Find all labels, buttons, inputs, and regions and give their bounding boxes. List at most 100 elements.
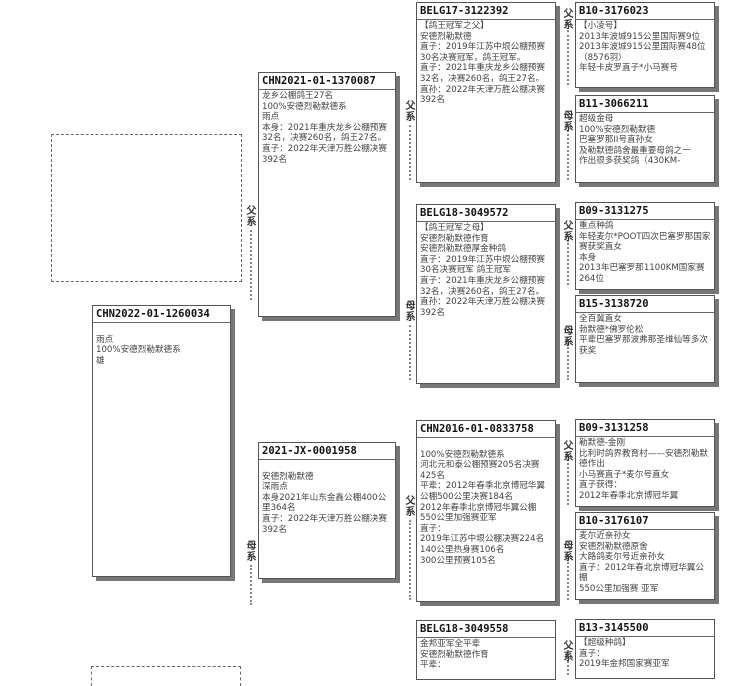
detail-line: 平辈：: [420, 660, 446, 671]
detail-line: 100%安德烈勒默德系: [420, 449, 505, 460]
father-line-label: 父系: [244, 205, 255, 227]
detail-line: 年轻麦尔*POOT四次巴塞罗那国家赛获奖直女: [579, 231, 711, 253]
pedigree-card-dds[interactable]: B13-3145500 【超级种鸽】 直子： 2019年金邦国家赛亚军: [575, 619, 715, 679]
father-line-label: 父系: [561, 220, 572, 242]
connector-line: [567, 555, 569, 600]
detail-line: 2012年春季北京博冠华翼公棚550公里加强赛亚军: [420, 502, 537, 524]
detail-line: 直子：2012年春北京博冠华翼公棚: [579, 562, 704, 584]
detail-line: 300公里预赛105名: [420, 555, 496, 566]
pedigree-card-sds[interactable]: B09-3131275 重点种鸽 年轻麦尔*POOT四次巴塞罗那国家赛获奖直女 …: [575, 202, 715, 290]
mother-line-label: 母系: [244, 540, 255, 562]
detail-line: 小马赛直子*麦尔号直女: [579, 469, 670, 480]
card-details: 【鸽王冠军之父】 安德烈勒默德 直子：2019年江苏中垠公棚预赛30名决赛冠军，…: [417, 20, 555, 107]
empty-slot-bottom: [91, 666, 241, 686]
pedigree-card-dam-dam[interactable]: BELG18-3049558 金邦亚军全平辈 安德烈勒默德作育 平辈：: [416, 620, 556, 680]
detail-line: 本身：2021年重庆龙乡公棚预赛32名，决赛260名，鸽王27名。: [262, 122, 387, 144]
ring-number: B11-3066211: [576, 96, 714, 113]
father-line-label: 父系: [403, 100, 414, 122]
ring-number: B09-3131258: [576, 420, 714, 437]
card-details: 【鸽王冠军之母】 安德烈勒默德作育 安德烈勒默德厚金种鸽 直子：2019年江苏中…: [417, 222, 555, 319]
pedigree-card-sss[interactable]: B10-3176023 【小凌号】 2013年波城915公里国际赛9位 2013…: [575, 2, 715, 88]
detail-line: 安德烈勒默德作育: [420, 233, 489, 244]
ring-number: CHN2016-01-0833758: [417, 421, 555, 438]
detail-line: 直子：: [579, 648, 605, 659]
ring-number: B10-3176107: [576, 513, 714, 530]
card-details: 【小凌号】 2013年波城915公里国际赛9位 2013年波城915公里国际赛4…: [576, 20, 714, 75]
detail-line: 深雨点: [262, 482, 288, 493]
detail-line: 直孙：2022年天津万胜公棚决赛392名: [420, 84, 545, 106]
detail-line: 勒默德-金刚: [579, 438, 626, 448]
ring-number: 2021-JX-0001958: [259, 443, 395, 460]
connector-line: [567, 455, 569, 505]
ring-number: B15-3138720: [576, 296, 714, 313]
father-line-label: 父系: [561, 640, 572, 662]
ring-number: B09-3131275: [576, 203, 714, 220]
pedigree-card-sire-sire[interactable]: BELG17-3122392 【鸽王冠军之父】 安德烈勒默德 直子：2019年江…: [416, 2, 556, 183]
card-details: 超级金母 100%安德烈勒默德 巴塞罗那II号直孙女 及勒默德鸽舍最重要母鸽之一…: [576, 113, 714, 168]
card-details: 麦尔近亲孙女 安德烈勒默德原舍 大路鸽麦尔号近亲孙女 直子：2012年春北京博冠…: [576, 530, 714, 596]
mother-line-label: 母系: [561, 110, 572, 132]
detail-line: 本身: [579, 252, 597, 263]
card-details: 重点种鸽 年轻麦尔*POOT四次巴塞罗那国家赛获奖直女 本身 2013年巴塞罗那…: [576, 220, 714, 286]
card-details: 雨点 100%安德烈勒默德系 雄: [93, 323, 230, 367]
empty-slot-top: [51, 134, 242, 282]
detail-line: 河北元和泰公棚预赛205名决赛425名: [420, 460, 540, 481]
detail-line: 2012年春季北京博冠华翼: [579, 490, 679, 501]
detail-line: 【鸽王冠军之父】: [420, 21, 489, 31]
detail-line: 直子：2022年天津万胜公棚决赛392名: [262, 513, 387, 535]
detail-line: 平辈：2012年春季北京博冠华翼公棚500公里决赛184名: [420, 481, 545, 502]
card-details: 龙乡公棚鸽王27名 100%安德烈勒默德系 雨点 本身：2021年重庆龙乡公棚预…: [259, 90, 395, 166]
detail-line: 【鸽王冠军之母】: [420, 223, 489, 233]
detail-line: 安德烈勒默德作育: [420, 649, 489, 660]
detail-line: 直子获得：: [579, 480, 622, 491]
mother-line-label: 母系: [561, 540, 572, 562]
ring-number: CHN2022-01-1260034: [93, 306, 230, 323]
connector-line: [567, 650, 569, 675]
connector-line: [409, 125, 411, 180]
connector-line: [567, 130, 569, 180]
detail-line: 雄: [96, 355, 105, 366]
detail-line: 2013年巴塞罗那1100KM国家赛264位: [579, 263, 705, 284]
detail-line: 安德烈勒默德原舍: [579, 541, 648, 552]
detail-line: [420, 439, 552, 450]
ring-number: BELG17-3122392: [417, 3, 555, 20]
pedigree-card-sire[interactable]: CHN2021-01-1370087 龙乡公棚鸽王27名 100%安德烈勒默德系…: [258, 72, 396, 317]
pedigree-card-dss[interactable]: B09-3131258 勒默德-金刚 比利时鸽界教育村——安德烈勒默德作出 小马…: [575, 419, 715, 507]
ring-number: CHN2021-01-1370087: [259, 73, 395, 90]
detail-line: 2019年金邦国家赛亚军: [579, 659, 670, 670]
detail-line: 重点种鸽: [579, 221, 614, 231]
pedigree-card-sire-dam[interactable]: BELG18-3049572 【鸽王冠军之母】 安德烈勒默德作育 安德烈勒默德厚…: [416, 204, 556, 384]
detail-line: 100%安德烈勒默德: [579, 124, 656, 135]
pedigree-card-dsd[interactable]: B10-3176107 麦尔近亲孙女 安德烈勒默德原舍 大路鸽麦尔号近亲孙女 直…: [575, 512, 715, 600]
detail-line: 【超级种鸽】: [579, 638, 631, 648]
connector-line: [409, 325, 411, 380]
ring-number: B10-3176023: [576, 3, 714, 20]
connector-line: [250, 230, 252, 300]
detail-line: 安德烈勒默德厚金种鸽: [420, 244, 506, 255]
pedigree-card-root[interactable]: CHN2022-01-1260034 雨点 100%安德烈勒默德系 雄: [92, 305, 231, 577]
detail-line: 直子：: [420, 523, 446, 534]
pedigree-card-ssd[interactable]: B11-3066211 超级金母 100%安德烈勒默德 巴塞罗那II号直孙女 及…: [575, 95, 715, 183]
detail-line: 550公里加强赛 亚军: [579, 583, 659, 594]
detail-line: 直子：2022年天津万胜公棚决赛392名: [262, 143, 387, 165]
ring-number: B13-3145500: [576, 620, 714, 637]
pedigree-card-dam[interactable]: 2021-JX-0001958 安德烈勒默德 深雨点 本身2021年山东金鑫公棚…: [258, 442, 396, 579]
card-details: 【超级种鸽】 直子： 2019年金邦国家赛亚军: [576, 637, 714, 671]
detail-line: 超级金母: [579, 114, 614, 124]
detail-line: 【小凌号】: [579, 21, 622, 31]
detail-line: [262, 461, 392, 472]
mother-line-label: 母系: [561, 325, 572, 347]
detail-line: 麦尔近亲孙女: [579, 531, 631, 541]
detail-line: 勃默德*佛罗伦松: [579, 324, 644, 335]
pedigree-card-dam-sire[interactable]: CHN2016-01-0833758 100%安德烈勒默德系 河北元和泰公棚预赛…: [416, 420, 556, 602]
mother-line-label: 母系: [403, 300, 414, 322]
card-details: 100%安德烈勒默德系 河北元和泰公棚预赛205名决赛425名 平辈：2012年…: [417, 438, 555, 567]
detail-line: 雨点: [262, 112, 280, 123]
detail-line: 2019年江苏中垠公棚决赛224名: [420, 534, 545, 545]
detail-line: 平辈巴塞罗那波弗那圣维仙等多次获奖: [579, 335, 708, 356]
detail-line: 安德烈勒默德: [262, 471, 314, 482]
ring-number: BELG18-3049558: [417, 621, 555, 638]
detail-line: 直子：2019年江苏中垠公棚预赛30名决赛冠军，鸽王冠军。: [420, 42, 545, 63]
pedigree-card-sdd[interactable]: B15-3138720 全百冀直女 勃默德*佛罗伦松 平辈巴塞罗那波弗那圣维仙等…: [575, 295, 715, 383]
ring-number: BELG18-3049572: [417, 205, 555, 222]
